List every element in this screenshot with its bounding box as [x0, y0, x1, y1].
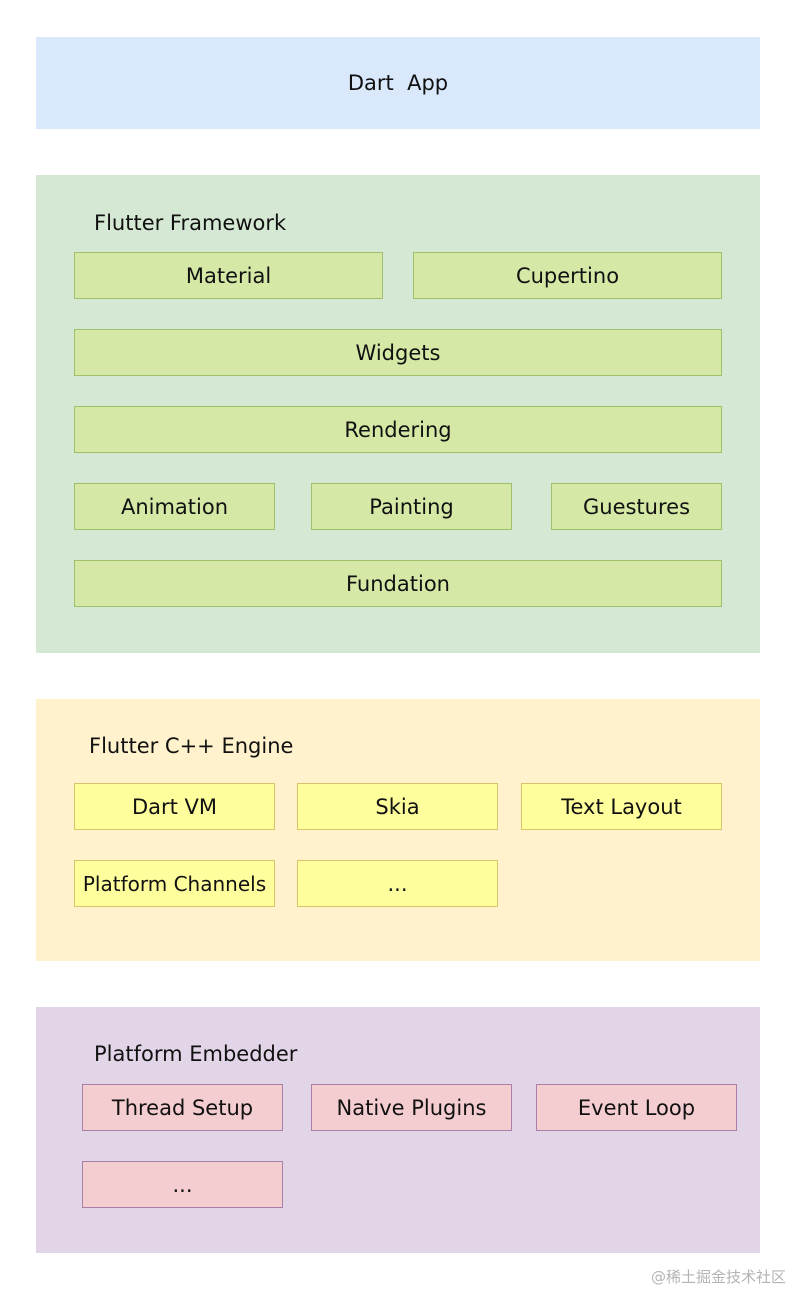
dart-vm-box: Dart VM — [74, 783, 275, 830]
rendering-label: Rendering — [344, 417, 452, 442]
engine-more-label: ... — [387, 871, 408, 896]
native-plugins-label: Native Plugins — [336, 1095, 487, 1120]
dart-app-layer: Dart App — [36, 37, 760, 129]
flutter-engine-title: Flutter C++ Engine — [89, 734, 294, 758]
dart-vm-label: Dart VM — [131, 794, 218, 819]
flutter-engine-layer: Flutter C++ Engine Dart VM Skia Text Lay… — [36, 699, 760, 961]
widgets-box: Widgets — [74, 329, 722, 376]
platform-embedder-layer: Platform Embedder Thread Setup Native Pl… — [36, 1007, 760, 1253]
material-box: Material — [74, 252, 383, 299]
platform-channels-label: Platform Channels — [82, 871, 267, 896]
skia-box: Skia — [297, 783, 498, 830]
platform-embedder-title: Platform Embedder — [94, 1042, 298, 1066]
animation-box: Animation — [74, 483, 275, 530]
widgets-label: Widgets — [355, 340, 441, 365]
text-layout-label: Text Layout — [561, 794, 682, 819]
event-loop-label: Event Loop — [577, 1095, 696, 1120]
dart-app-label: Dart App — [347, 71, 449, 95]
foundation-label: Fundation — [346, 571, 450, 596]
flutter-framework-title: Flutter Framework — [94, 211, 287, 235]
platform-channels-box: Platform Channels — [74, 860, 275, 907]
thread-setup-box: Thread Setup — [82, 1084, 283, 1131]
material-label: Material — [185, 263, 272, 288]
text-layout-box: Text Layout — [521, 783, 722, 830]
native-plugins-box: Native Plugins — [311, 1084, 512, 1131]
painting-box: Painting — [311, 483, 512, 530]
watermark: @稀土掘金技术社区 — [650, 1268, 786, 1286]
gestures-box: Guestures — [551, 483, 722, 530]
event-loop-box: Event Loop — [536, 1084, 737, 1131]
foundation-box: Fundation — [74, 560, 722, 607]
gestures-label: Guestures — [582, 494, 691, 519]
flutter-framework-layer: Flutter Framework Material Cupertino Wid… — [36, 175, 760, 653]
skia-label: Skia — [375, 794, 420, 819]
cupertino-box: Cupertino — [413, 252, 722, 299]
embedder-more-box: ... — [82, 1161, 283, 1208]
painting-label: Painting — [369, 494, 454, 519]
rendering-box: Rendering — [74, 406, 722, 453]
engine-more-box: ... — [297, 860, 498, 907]
embedder-more-label: ... — [172, 1172, 193, 1197]
thread-setup-label: Thread Setup — [111, 1095, 254, 1120]
cupertino-label: Cupertino — [515, 263, 620, 288]
animation-label: Animation — [120, 494, 229, 519]
